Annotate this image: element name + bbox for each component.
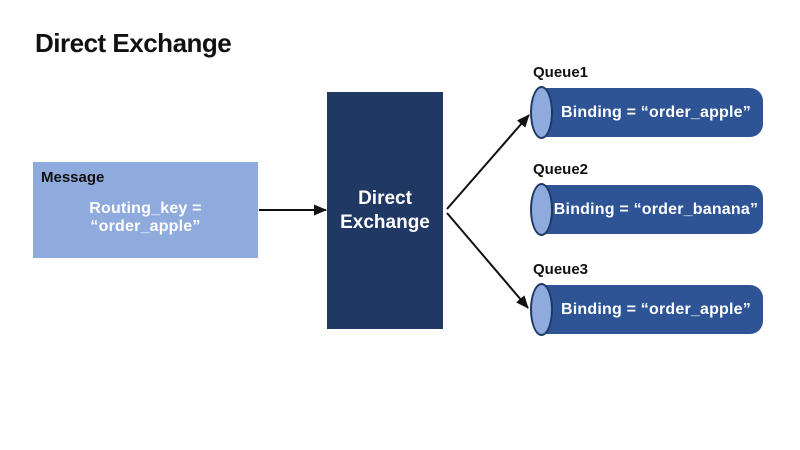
queue-3-binding: Binding = “order_apple” bbox=[561, 300, 751, 318]
queue-1-end-cap bbox=[530, 86, 553, 139]
queue-2-end-cap bbox=[530, 183, 553, 236]
queue-1-cylinder-body: Binding = “order_apple” bbox=[541, 88, 763, 137]
queue-3: Queue3 Binding = “order_apple” bbox=[530, 261, 770, 339]
exchange-label: Direct Exchange bbox=[340, 187, 430, 233]
exchange-box: Direct Exchange bbox=[327, 92, 443, 329]
queue-3-cylinder-body: Binding = “order_apple” bbox=[541, 285, 763, 334]
queue-3-label: Queue3 bbox=[533, 261, 589, 278]
queue-2-label: Queue2 bbox=[533, 161, 589, 178]
message-routing-key: Routing_key = “order_apple” bbox=[89, 200, 202, 235]
page-title: Direct Exchange bbox=[35, 28, 232, 58]
queue-1-binding: Binding = “order_apple” bbox=[561, 103, 751, 121]
exchange-to-queue3-arrow bbox=[446, 212, 529, 309]
queue-2-binding: Binding = “order_banana” bbox=[553, 200, 759, 218]
queue-2-cylinder: Binding = “order_banana” bbox=[530, 183, 763, 236]
message-box-label: Message bbox=[41, 169, 105, 186]
queue-3-cylinder: Binding = “order_apple” bbox=[530, 283, 763, 336]
exchange-to-queue1-arrow bbox=[446, 114, 530, 210]
queue-3-end-cap bbox=[530, 283, 553, 336]
queue-2: Queue2 Binding = “order_banana” bbox=[530, 161, 770, 239]
queue-1: Queue1 Binding = “order_apple” bbox=[530, 64, 770, 142]
message-box: Message Routing_key = “order_apple” bbox=[33, 162, 258, 258]
queue-2-cylinder-body: Binding = “order_banana” bbox=[541, 185, 763, 234]
queue-1-cylinder: Binding = “order_apple” bbox=[530, 86, 763, 139]
queue-1-label: Queue1 bbox=[533, 64, 589, 81]
